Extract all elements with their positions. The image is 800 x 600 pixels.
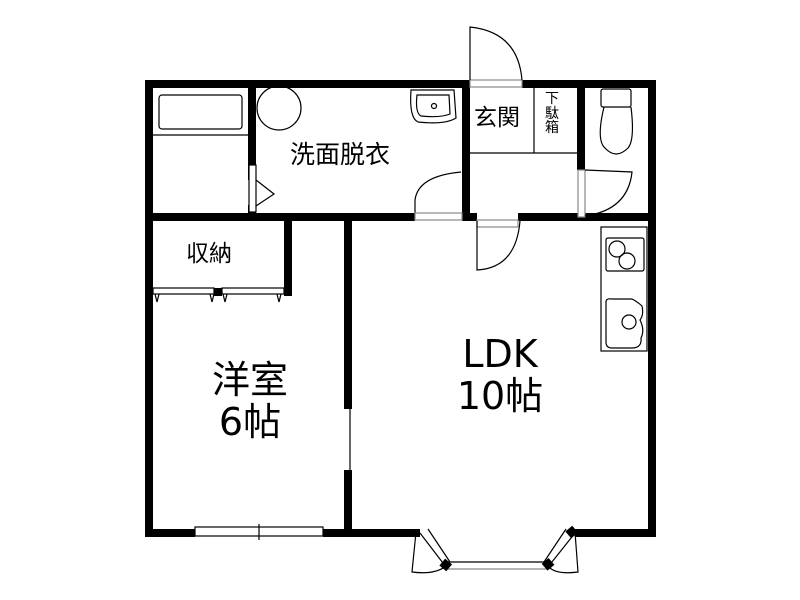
- washing-machine-icon: [256, 85, 302, 131]
- bathtub-icon: [158, 94, 243, 130]
- shoe-box-char-1: 下: [545, 91, 559, 107]
- stove-icon: [605, 237, 645, 272]
- shoe-box-label: 下 駄 箱: [545, 92, 559, 136]
- wash-basin-icon: [410, 89, 457, 124]
- toilet-icon: [600, 88, 632, 108]
- storage-label: 収納: [186, 241, 232, 267]
- ldk-size: 10帖: [456, 373, 544, 418]
- western-room-size: 6帖: [218, 399, 282, 444]
- bay-window-posts: [439, 525, 579, 572]
- western-room-label: 洋室 6帖: [195, 358, 305, 444]
- ldk-label: LDK 10帖: [440, 332, 560, 418]
- ldk-name: LDK: [462, 332, 538, 376]
- entrance-label: 玄関: [474, 105, 520, 131]
- kitchen-sink-icon: [605, 298, 644, 349]
- fixtures: [152, 26, 648, 574]
- western-room-name: 洋室: [211, 358, 288, 402]
- washroom-label: 洗面脱衣: [290, 140, 391, 169]
- walls: [145, 80, 656, 537]
- shoe-box-char-3: 箱: [545, 120, 559, 137]
- shoe-box-char-2: 駄: [545, 105, 559, 122]
